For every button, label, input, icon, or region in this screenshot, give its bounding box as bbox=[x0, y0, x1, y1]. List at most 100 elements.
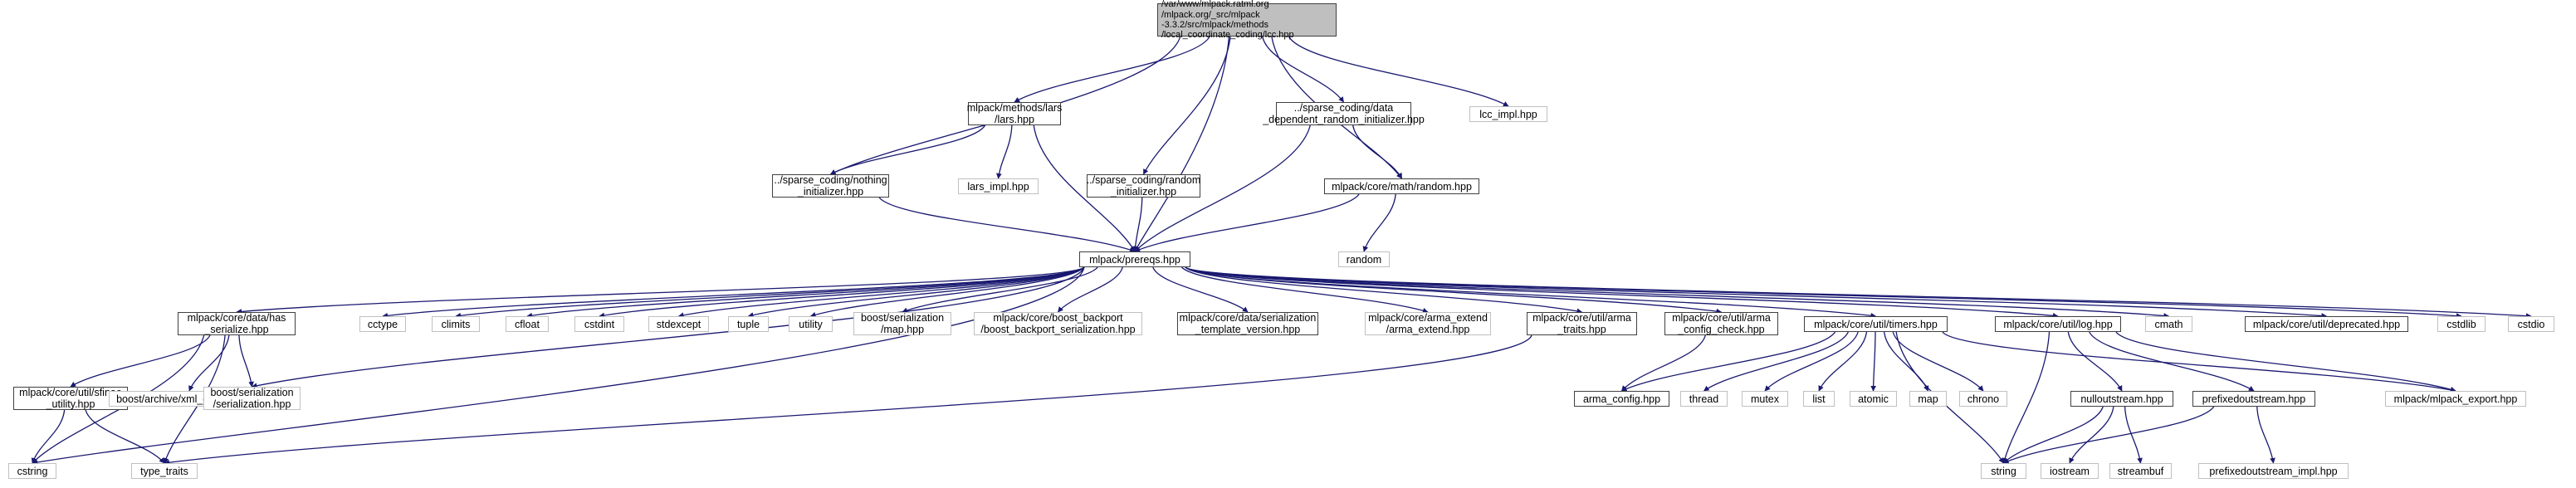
graph-node-nulloutstream[interactable]: nulloutstream.hpp bbox=[2070, 391, 2173, 407]
edge-prereqs-to-cstdint bbox=[599, 266, 1085, 319]
graph-node-boost_backport[interactable]: mlpack/core/boost_backport /boost_backpo… bbox=[974, 312, 1142, 335]
edge-timers-to-list bbox=[1818, 331, 1868, 392]
graph-node-mlpack_export[interactable]: mlpack/mlpack_export.hpp bbox=[2385, 391, 2526, 407]
edge-timers-to-mutex bbox=[1764, 331, 1859, 392]
edge-prereqs-to-deprecated bbox=[1185, 266, 2328, 319]
graph-node-prefixedout[interactable]: prefixedoutstream.hpp bbox=[2192, 391, 2315, 407]
graph-node-arma_cfg_check[interactable]: mlpack/core/util/arma _config_check.hpp bbox=[1664, 312, 1778, 335]
edge-nulloutstream-to-string bbox=[2003, 406, 2104, 464]
graph-node-prereqs[interactable]: mlpack/prereqs.hpp bbox=[1079, 251, 1190, 267]
edge-arma_cfg_check-to-arma_config bbox=[1621, 334, 1706, 392]
edge-prereqs-to-has_serialize bbox=[236, 266, 1085, 315]
graph-node-math_random[interactable]: mlpack/core/math/random.hpp bbox=[1324, 178, 1479, 194]
graph-node-atomic[interactable]: atomic bbox=[1850, 391, 1897, 407]
edge-prefixedout-to-prefixedout_impl bbox=[2256, 406, 2275, 464]
edge-nulloutstream-to-iostream bbox=[2069, 406, 2114, 464]
edge-timers-to-chrono bbox=[1892, 331, 1984, 392]
graph-node-sparse_nothing[interactable]: ../sparse_coding/nothing _initializer.hp… bbox=[772, 174, 889, 198]
graph-node-cstdio[interactable]: cstdio bbox=[2508, 316, 2554, 332]
graph-node-cfloat[interactable]: cfloat bbox=[506, 316, 549, 332]
graph-node-log[interactable]: mlpack/core/util/log.hpp bbox=[1995, 316, 2121, 332]
edge-prereqs-to-cctype bbox=[382, 266, 1085, 319]
edge-prereqs-to-utility bbox=[809, 266, 1085, 318]
graph-node-ser_template[interactable]: mlpack/core/data/serialization _template… bbox=[1177, 312, 1318, 335]
edge-root-to-sparse_data_dep bbox=[1262, 36, 1345, 103]
edge-sparse_nothing-to-prereqs bbox=[878, 197, 1136, 253]
graph-node-lars[interactable]: mlpack/methods/lars /lars.hpp bbox=[966, 102, 1063, 125]
graph-node-cstdint[interactable]: cstdint bbox=[574, 316, 624, 332]
edge-has_serialize-to-sfinae bbox=[70, 334, 211, 388]
edge-arma_traits-to-type_traits bbox=[164, 334, 1532, 466]
edge-timers-to-thread bbox=[1703, 331, 1849, 392]
graph-node-iostream[interactable]: iostream bbox=[2041, 463, 2099, 479]
edge-timers-to-atomic bbox=[1870, 331, 1877, 392]
graph-node-mutex[interactable]: mutex bbox=[1742, 391, 1788, 407]
edge-timers-to-mlpack_export bbox=[1942, 331, 2456, 393]
edge-root-to-sparse_random bbox=[1142, 36, 1231, 175]
graph-node-cstdlib[interactable]: cstdlib bbox=[2437, 316, 2486, 332]
edge-lars-to-sparse_nothing bbox=[829, 124, 986, 175]
edge-root-to-prereqs bbox=[1134, 36, 1230, 252]
edge-log-to-string bbox=[2002, 331, 2051, 464]
edge-has_serialize-to-xml_oarchive bbox=[188, 334, 230, 392]
edge-lars-to-lars_impl bbox=[996, 124, 1013, 179]
graph-node-sparse_data_dep[interactable]: ../sparse_coding/data _dependent_random_… bbox=[1263, 102, 1425, 125]
edge-prereqs-to-boost_map bbox=[902, 266, 1098, 313]
graph-node-lars_impl[interactable]: lars_impl.hpp bbox=[958, 178, 1039, 194]
graph-node-arma_extend[interactable]: mlpack/core/arma_extend /arma_extend.hpp bbox=[1365, 312, 1491, 335]
edge-timers-to-map bbox=[1883, 331, 1929, 392]
edge-prereqs-to-log bbox=[1185, 266, 2059, 319]
graph-node-climits[interactable]: climits bbox=[432, 316, 480, 332]
edge-sparse_data_dep-to-math_random bbox=[1352, 124, 1403, 179]
graph-node-cmath[interactable]: cmath bbox=[2145, 316, 2192, 332]
graph-node-tuple[interactable]: tuple bbox=[728, 316, 769, 332]
edge-sfinae-to-cstring bbox=[31, 409, 66, 464]
graph-node-random[interactable]: random bbox=[1338, 251, 1390, 267]
graph-node-has_serialize[interactable]: mlpack/core/data/has _serialize.hpp bbox=[178, 312, 296, 335]
edge-has_serialize-to-boost_ser bbox=[238, 334, 254, 388]
edge-prereqs-to-timers bbox=[1185, 266, 1877, 319]
edge-nulloutstream-to-streambuf bbox=[2124, 406, 2143, 464]
edge-math_random-to-random bbox=[1362, 193, 1396, 252]
edge-prereqs-to-boost_backport bbox=[1058, 266, 1123, 313]
graph-node-timers[interactable]: mlpack/core/util/timers.hpp bbox=[1804, 316, 1948, 332]
graph-node-boost_ser[interactable]: boost/serialization /serialization.hpp bbox=[203, 387, 301, 410]
edge-log-to-mlpack_export bbox=[2115, 331, 2456, 393]
graph-node-thread[interactable]: thread bbox=[1680, 391, 1728, 407]
graph-node-map[interactable]: map bbox=[1909, 391, 1947, 407]
graph-node-streambuf[interactable]: streambuf bbox=[2109, 463, 2172, 479]
graph-node-stdexcept[interactable]: stdexcept bbox=[648, 316, 709, 332]
graph-node-chrono[interactable]: chrono bbox=[1959, 391, 2007, 407]
graph-node-arma_config[interactable]: arma_config.hpp bbox=[1574, 391, 1669, 407]
edge-math_random-to-prereqs bbox=[1134, 193, 1360, 252]
graph-node-string[interactable]: string bbox=[1981, 463, 2026, 479]
edge-sfinae-to-type_traits bbox=[85, 409, 165, 464]
graph-node-cctype[interactable]: cctype bbox=[359, 316, 406, 332]
edge-prereqs-to-cstring bbox=[32, 266, 1085, 466]
edge-prereqs-to-cstdio bbox=[1185, 266, 2532, 319]
graph-node-utility[interactable]: utility bbox=[789, 316, 833, 332]
graph-node-boost_map[interactable]: boost/serialization /map.hpp bbox=[853, 312, 951, 335]
edge-sparse_random-to-prereqs bbox=[1132, 197, 1143, 252]
graph-node-deprecated[interactable]: mlpack/core/util/deprecated.hpp bbox=[2245, 316, 2408, 332]
edge-prereqs-to-tuple bbox=[747, 266, 1085, 318]
graph-node-sparse_random[interactable]: ../sparse_coding/random _initializer.hpp bbox=[1086, 174, 1201, 198]
graph-node-type_traits[interactable]: type_traits bbox=[131, 463, 198, 479]
edge-prereqs-to-stdexcept bbox=[677, 266, 1085, 319]
graph-node-root[interactable]: /var/www/mlpack.ratml.org /mlpack.org/_s… bbox=[1157, 0, 1337, 40]
edge-prefixedout-to-string bbox=[2002, 406, 2215, 464]
edge-prereqs-to-cmath bbox=[1185, 266, 2170, 319]
edge-root-to-lcc_impl bbox=[1288, 36, 1509, 107]
edge-log-to-prefixedout bbox=[2089, 331, 2255, 392]
graph-node-prefixedout_impl[interactable]: prefixedoutstream_impl.hpp bbox=[2198, 463, 2349, 479]
graph-node-list[interactable]: list bbox=[1803, 391, 1835, 407]
graph-node-cstring[interactable]: cstring bbox=[8, 463, 56, 479]
edge-prereqs-to-ser_template bbox=[1152, 266, 1249, 313]
edge-root-to-lars bbox=[1014, 36, 1210, 103]
graph-node-arma_traits[interactable]: mlpack/core/util/arma _traits.hpp bbox=[1527, 312, 1637, 335]
edge-lars-to-prereqs bbox=[1033, 124, 1136, 252]
graph-node-lcc_impl[interactable]: lcc_impl.hpp bbox=[1469, 106, 1547, 122]
edge-sparse_data_dep-to-prereqs bbox=[1134, 124, 1311, 252]
